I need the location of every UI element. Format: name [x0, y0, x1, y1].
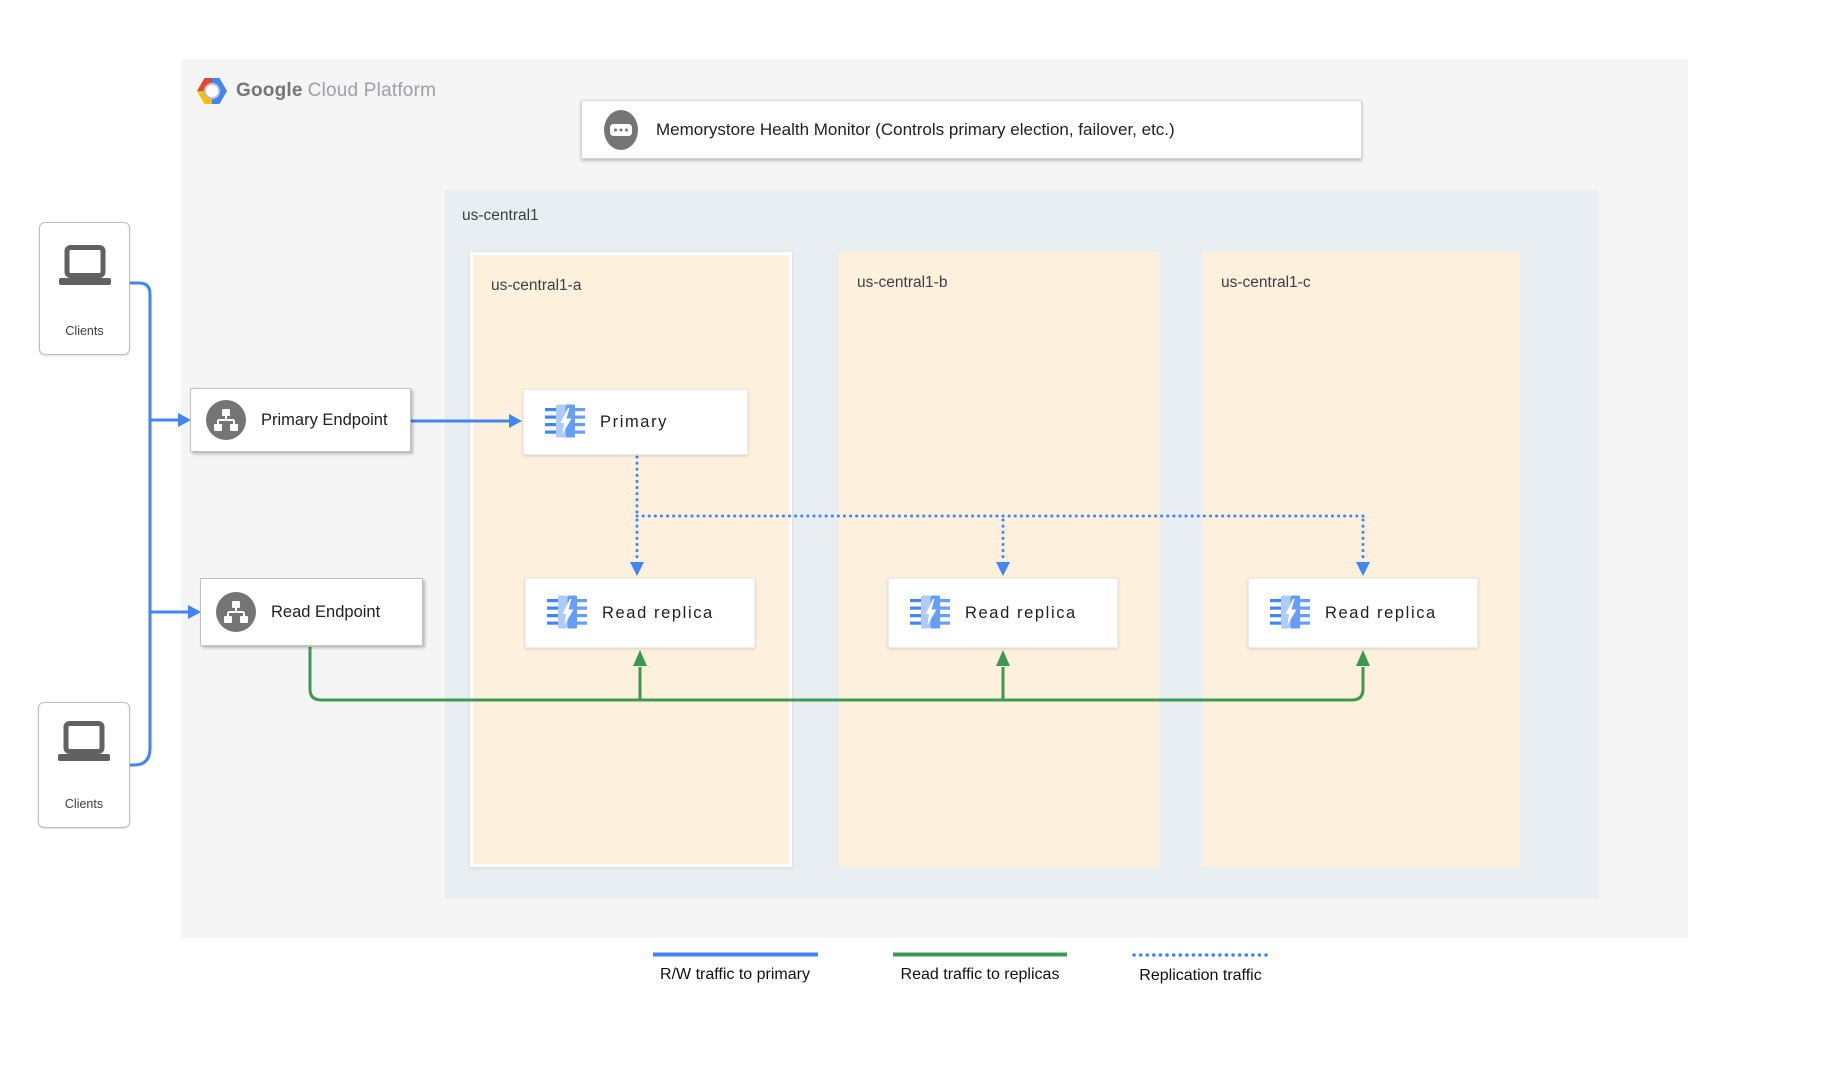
node-read-replica-a: Read replica: [525, 578, 755, 648]
memorystore-icon: [1270, 595, 1310, 631]
endpoint-read: Read Endpoint: [200, 578, 423, 646]
memorystore-icon: [545, 404, 585, 440]
zone-us-central1-b: us-central1-b: [839, 252, 1159, 867]
legend-label: Replication traffic: [1139, 967, 1262, 984]
legend-label: Read traffic to replicas: [900, 966, 1060, 983]
node-label: Read replica: [965, 603, 1077, 622]
legend-line-solid-green: [893, 952, 1067, 957]
zone-label: us-central1-b: [857, 274, 948, 291]
zone-us-central1-c: us-central1-c: [1203, 252, 1520, 867]
memorystore-monitor-icon: [603, 109, 639, 151]
legend-item-replication-traffic: Replication traffic: [1118, 952, 1283, 985]
memorystore-icon: [547, 595, 587, 631]
laptop-icon: [56, 245, 114, 289]
health-monitor-label: Memorystore Health Monitor (Controls pri…: [656, 119, 1175, 139]
zone-label: us-central1-a: [491, 277, 582, 294]
clients-top-card: Clients: [39, 222, 130, 355]
node-label: Read replica: [1325, 603, 1437, 622]
network-endpoint-icon: [215, 591, 257, 633]
clients-label: Clients: [64, 797, 104, 811]
legend-line-dotted-blue: [1131, 953, 1271, 957]
laptop-icon: [55, 721, 113, 765]
gcp-hexagon-icon: [197, 78, 227, 104]
node-read-replica-c: Read replica: [1248, 578, 1478, 648]
endpoint-label: Read Endpoint: [271, 602, 381, 621]
node-read-replica-b: Read replica: [888, 578, 1118, 648]
node-label: Primary: [600, 412, 669, 431]
memorystore-icon: [910, 595, 950, 631]
legend-line-solid-blue: [652, 952, 818, 957]
legend-item-rw-traffic: R/W traffic to primary: [640, 952, 830, 984]
zone-label: us-central1-c: [1221, 274, 1311, 291]
legend-item-read-traffic: Read traffic to replicas: [878, 952, 1082, 984]
endpoint-label: Primary Endpoint: [261, 410, 388, 429]
clients-bottom-card: Clients: [38, 702, 130, 828]
zone-us-central1-a: us-central1-a: [470, 252, 792, 867]
brand-cloud-platform: Cloud Platform: [307, 80, 437, 101]
region-us-central1: us-central1 us-central1-a us-central1-b …: [445, 190, 1599, 899]
clients-label: Clients: [65, 324, 104, 338]
endpoint-primary: Primary Endpoint: [190, 388, 411, 452]
brand-google: Google: [236, 80, 303, 101]
network-endpoint-icon: [205, 399, 247, 441]
health-monitor-card: Memorystore Health Monitor (Controls pri…: [581, 100, 1362, 159]
node-primary: Primary: [523, 389, 748, 455]
region-label: us-central1: [462, 207, 539, 224]
node-label: Read replica: [602, 603, 714, 622]
legend-label: R/W traffic to primary: [660, 966, 810, 983]
